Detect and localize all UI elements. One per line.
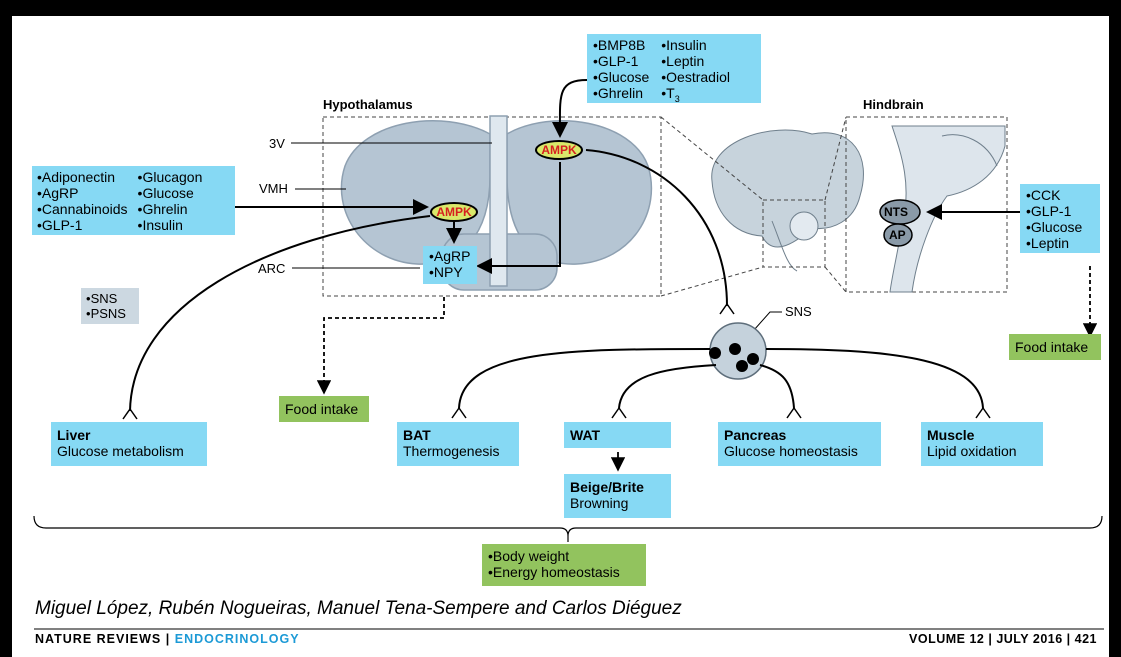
label-psns-callout: PSNS xyxy=(86,306,134,321)
signal-leptin: Leptin xyxy=(661,53,730,69)
wat-box: WAT xyxy=(564,422,671,448)
signal-glp1-hind: GLP-1 xyxy=(1026,203,1094,219)
signal-oestradiol: Oestradiol xyxy=(661,69,730,85)
label-arc: ARC xyxy=(258,261,286,276)
signal-cannabinoids: Cannabinoids xyxy=(37,201,128,217)
outcome-body-weight: Body weight xyxy=(488,548,640,564)
hindbrain-signals-box: CCK GLP-1 Glucose Leptin xyxy=(1020,184,1100,253)
nts-label: NTS xyxy=(884,205,908,219)
journal-separator: | xyxy=(161,632,175,646)
pancreas-desc: Glucose homeostasis xyxy=(724,443,858,459)
pancreas-title: Pancreas xyxy=(724,427,787,443)
label-sns-callout: SNS xyxy=(86,291,134,306)
volume-info: VOLUME 12 | JULY 2016 | 421 xyxy=(909,632,1097,646)
beige-desc: Browning xyxy=(570,495,629,511)
food-intake-left: Food intake xyxy=(279,396,369,422)
signal-ghrelin: Ghrelin xyxy=(593,85,649,101)
authors: Miguel López, Rubén Nogueiras, Manuel Te… xyxy=(35,598,682,619)
ap-label: AP xyxy=(889,228,906,242)
signal-insulin: Insulin xyxy=(661,37,730,53)
hindbrain-frame xyxy=(845,116,1008,293)
hindbrain-title: Hindbrain xyxy=(863,97,924,112)
signal-cck: CCK xyxy=(1026,187,1094,203)
nervous-system-callout: SNS PSNS xyxy=(81,288,139,324)
label-sns: SNS xyxy=(785,304,812,319)
ampk-top: AMPK xyxy=(535,140,583,160)
hindbrain-illustration xyxy=(889,125,1006,293)
beige-title: Beige/Brite xyxy=(570,479,644,495)
left-signals-box: Adiponectin AgRP Cannabinoids GLP-1 Gluc… xyxy=(32,166,235,235)
bat-box: BAT Thermogenesis xyxy=(397,422,519,466)
liver-title: Liver xyxy=(57,427,91,443)
liver-box: Liver Glucose metabolism xyxy=(51,422,207,466)
signal-insulin-left: Insulin xyxy=(138,217,203,233)
liver-desc: Glucose metabolism xyxy=(57,443,184,459)
neuron-npy: NPY xyxy=(429,264,471,280)
signal-bmp8b: BMP8B xyxy=(593,37,649,53)
food-intake-right: Food intake xyxy=(1009,334,1101,360)
muscle-desc: Lipid oxidation xyxy=(927,443,1017,459)
signal-glp1-left: GLP-1 xyxy=(37,217,128,233)
muscle-box: Muscle Lipid oxidation xyxy=(921,422,1043,466)
bat-desc: Thermogenesis xyxy=(403,443,500,459)
signal-t3: T3 xyxy=(661,85,730,107)
signal-glucose-hind: Glucose xyxy=(1026,219,1094,235)
brain-illustration xyxy=(711,129,864,272)
wat-title: WAT xyxy=(570,427,601,443)
top-signals-box: BMP8B GLP-1 Glucose Ghrelin Insulin Lept… xyxy=(587,34,761,104)
ap-node xyxy=(883,223,913,247)
volume-text: VOLUME 12 | JULY 2016 | xyxy=(909,632,1075,646)
beige-brite-box: Beige/Brite Browning xyxy=(564,474,671,518)
journal-prefix: NATURE REVIEWS xyxy=(35,632,162,646)
journal-name: NATURE REVIEWS | ENDOCRINOLOGY xyxy=(35,632,300,646)
signal-glucose: Glucose xyxy=(593,69,649,85)
signal-glucagon: Glucagon xyxy=(138,169,202,185)
label-3v: 3V xyxy=(269,136,285,151)
ampk-left: AMPK xyxy=(430,202,478,222)
label-vmh: VMH xyxy=(259,181,288,196)
outcomes-box: Body weight Energy homeostasis xyxy=(482,544,646,586)
bat-title: BAT xyxy=(403,427,431,443)
outcome-energy-homeostasis: Energy homeostasis xyxy=(488,564,640,580)
diagram-graphics xyxy=(33,79,1104,630)
neuron-agrp: AgRP xyxy=(429,248,471,264)
journal-section: ENDOCRINOLOGY xyxy=(174,632,300,646)
hypothalamus-title: Hypothalamus xyxy=(323,97,413,112)
muscle-title: Muscle xyxy=(927,427,975,443)
signal-adiponectin: Adiponectin xyxy=(37,169,128,185)
signal-glucose-left: Glucose xyxy=(138,185,203,201)
signal-ghrelin-left: Ghrelin xyxy=(138,201,203,217)
figure-canvas: Hypothalamus Hindbrain 3V VMH ARC SNS AM… xyxy=(12,16,1109,657)
signal-leptin-hind: Leptin xyxy=(1026,235,1094,251)
pancreas-box: Pancreas Glucose homeostasis xyxy=(718,422,881,466)
signal-glp1: GLP-1 xyxy=(593,53,649,69)
signal-agrp: AgRP xyxy=(37,185,128,201)
page-number: 421 xyxy=(1074,632,1097,646)
hypothalamus-illustration xyxy=(340,115,653,291)
agrp-npy-box: AgRP NPY xyxy=(423,246,477,284)
